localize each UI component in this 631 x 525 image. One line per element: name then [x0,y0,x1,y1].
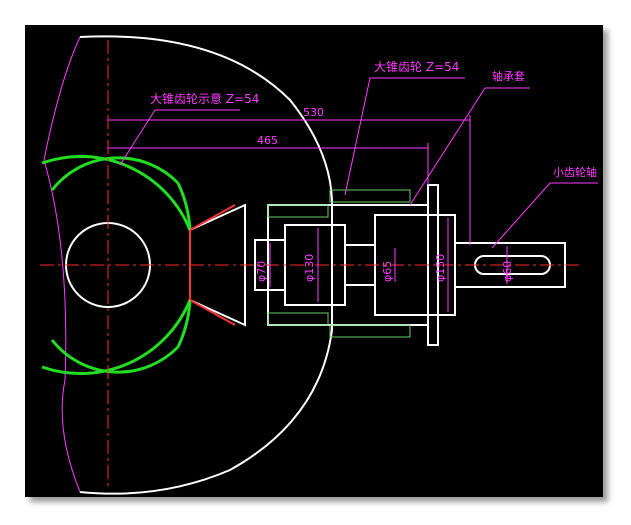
leader-gear-indicator [119,109,240,166]
leader-bearing-sleeve [409,87,530,206]
label-small-gear-shaft: 小齿轮轴 [553,165,597,179]
label-large-bevel-gear: 大锥齿轮 Z=54 [374,60,459,74]
dim-530-text: 530 [303,106,324,119]
leader-small-shaft [491,182,598,249]
hatched-bottom-left [267,312,329,326]
dim-d150-text: φ150 [434,254,447,282]
hatched-top-right [329,189,411,203]
dim-465-text: 465 [257,134,278,147]
leader-large-gear [344,77,465,196]
large-gear-outer-outline [79,35,333,495]
pitch-arc-middle [176,182,192,348]
cad-drawing: 大锥齿轮示意 Z=54 大锥齿轮 Z=54 轴承套 小齿轮轴 530 465 φ… [40,35,598,495]
label-bearing-sleeve: 轴承套 [492,69,525,83]
gear-sector-boundary [43,36,81,493]
pitch-arc-outer [41,155,192,375]
hatched-bottom-right [329,324,411,338]
cad-canvas: 大锥齿轮示意 Z=54 大锥齿轮 Z=54 轴承套 小齿轮轴 530 465 φ… [25,25,603,497]
dim-d65-text: φ65 [381,261,394,282]
hatched-top-left [267,204,329,218]
pitch-arc-inner [50,156,180,374]
dim-d60-text: φ60 [501,261,514,282]
label-large-bevel-gear-indicator: 大锥齿轮示意 Z=54 [150,91,259,106]
dim-d70-text: φ70 [255,261,268,282]
dim-d130-text: φ130 [303,254,316,282]
